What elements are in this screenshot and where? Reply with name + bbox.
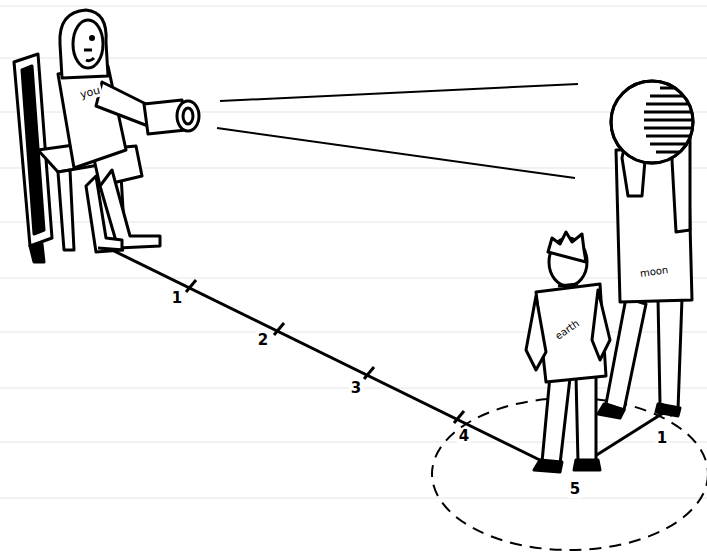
- paper-lines: [0, 6, 707, 498]
- moon-person: [598, 81, 693, 418]
- seated-person: [58, 10, 199, 252]
- distance-number: 4: [457, 428, 471, 445]
- earth-person: [526, 232, 610, 472]
- distance-number: 1: [655, 430, 669, 447]
- distance-number: 1: [170, 290, 184, 307]
- distance-number: 5: [568, 481, 582, 498]
- distance-number: 2: [256, 332, 270, 349]
- measure-line: [108, 248, 672, 468]
- light-beam: [217, 84, 578, 178]
- distance-number: 3: [349, 380, 363, 397]
- orbit-ellipse: [432, 398, 707, 550]
